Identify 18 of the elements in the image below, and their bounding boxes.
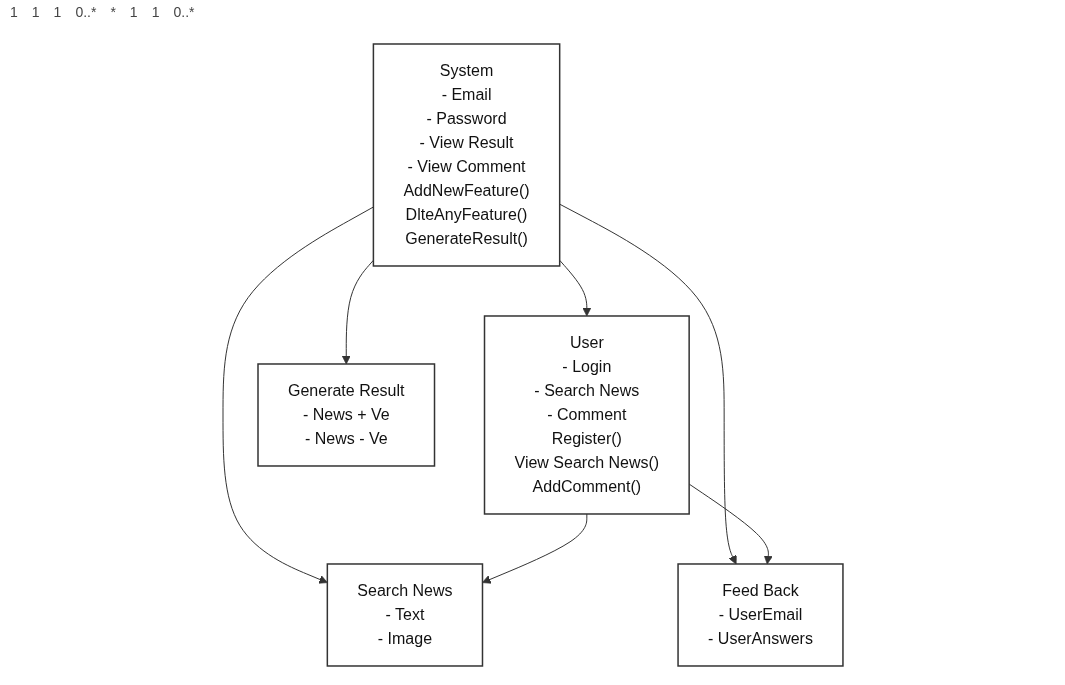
arrow <box>222 206 374 584</box>
arrow <box>688 483 773 564</box>
multiplicity-label: 1 <box>10 4 18 20</box>
multiplicity-label: 0..* <box>173 4 195 20</box>
multiplicity-label: 1 <box>53 4 62 20</box>
node-box: System - Email - Password - View Result - View Comment AddNewFeature() DlteAnyFeature() GenerateResult() <box>372 42 560 267</box>
node-box: Search News - Text - Image <box>326 562 483 667</box>
arrow <box>558 259 591 316</box>
node-box: Feed Back - UserEmail - UserAnswers <box>676 562 844 667</box>
multiplicity-label: 1 <box>129 4 138 20</box>
node-box: User - Login - Search News - Comment Register() View Search News() AddComment() <box>483 314 690 515</box>
multiplicity-label: 0..* <box>75 4 97 20</box>
node-box: Generate Result - News + Ve - News - Ve <box>256 362 435 467</box>
multiplicity-label: * <box>110 4 116 20</box>
multiplicity-label: 1 <box>151 4 160 20</box>
arrow <box>558 203 737 564</box>
arrow <box>341 259 374 364</box>
multiplicity-label: 1 <box>31 4 40 20</box>
